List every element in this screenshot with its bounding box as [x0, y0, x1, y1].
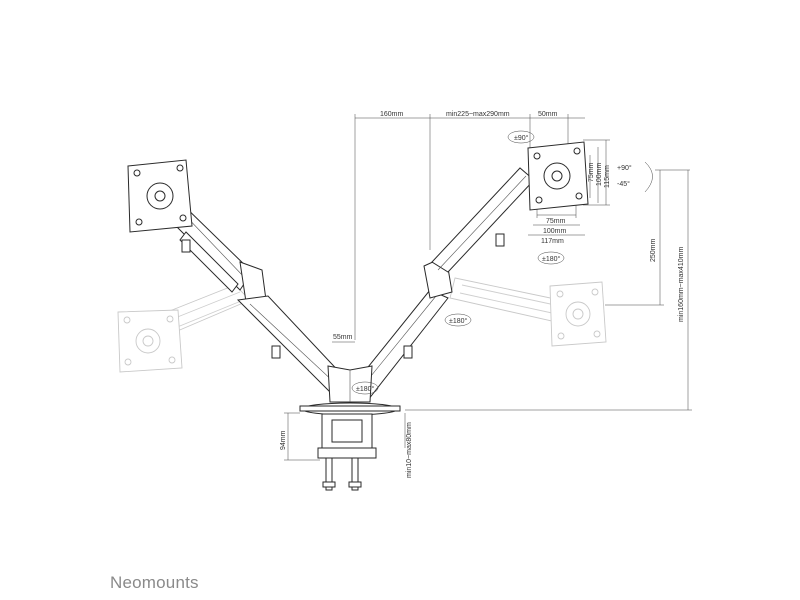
rot-tilt-up: +90°: [617, 164, 632, 172]
rot-swivel-plate: ±180°: [542, 255, 561, 263]
dim-94mm: 94mm: [280, 430, 287, 450]
rot-swivel-elbow: ±180°: [449, 317, 468, 325]
vesa-v115: 115mm: [604, 165, 611, 188]
left-arm: [167, 199, 346, 393]
ghost-right-vesa-plate-icon: [549, 281, 607, 347]
dim-desk: min10~max80mm: [406, 422, 413, 478]
vesa-h75: 75mm: [546, 218, 566, 225]
dim-250mm: 250mm: [650, 238, 657, 262]
vesa-v100: 100mm: [596, 162, 603, 186]
dim-55mm: 55mm: [333, 334, 353, 341]
dim-height: min160mm~max410mm: [678, 247, 685, 322]
rotation-arrow-icon: [351, 130, 653, 395]
right-vesa-plate-icon: [527, 141, 589, 211]
vesa-h117: 117mm: [541, 238, 564, 245]
vesa-h100: 100mm: [543, 228, 567, 235]
rot-tilt-top: ±90°: [514, 134, 529, 142]
ghost-left-vesa-plate-icon: [117, 309, 183, 373]
rot-tilt-down: -45°: [617, 180, 630, 188]
dim-160mm: 160mm: [380, 111, 404, 118]
vesa-v75: 75mm: [588, 162, 595, 182]
left-vesa-plate-icon: [127, 159, 193, 233]
rot-swivel-base: ±180°: [356, 385, 375, 393]
center-column: [327, 365, 373, 403]
dim-50mm: 50mm: [538, 111, 558, 118]
clamp-icon: [317, 413, 377, 491]
dim-reach: min225~max290mm: [446, 111, 510, 118]
brand-logo: Neomounts: [110, 573, 199, 592]
right-arm: [347, 167, 535, 401]
base-plate: [299, 402, 401, 416]
